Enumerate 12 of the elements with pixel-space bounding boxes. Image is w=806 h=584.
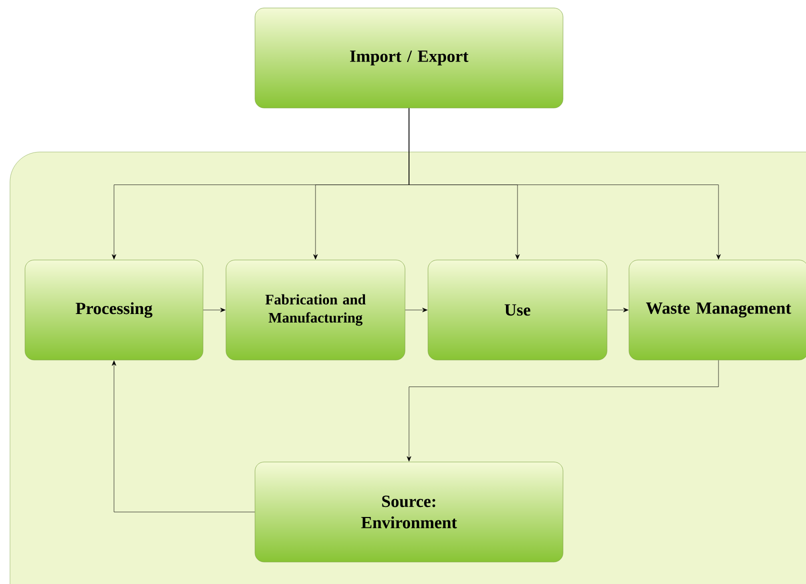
arrow bbox=[112, 360, 255, 512]
arrow bbox=[406, 360, 719, 462]
arrow bbox=[203, 308, 226, 312]
process-box: Import / Export bbox=[254, 8, 564, 108]
process-box: Waste Management bbox=[628, 260, 806, 360]
process-box: Fabrication and Manufacturing bbox=[226, 260, 406, 360]
arrow bbox=[405, 308, 428, 312]
process-box: Source: Environment bbox=[254, 462, 564, 562]
process-box: Use bbox=[428, 260, 608, 360]
process-box: Processing bbox=[24, 260, 204, 360]
arrow bbox=[408, 108, 721, 260]
arrow bbox=[607, 308, 628, 312]
